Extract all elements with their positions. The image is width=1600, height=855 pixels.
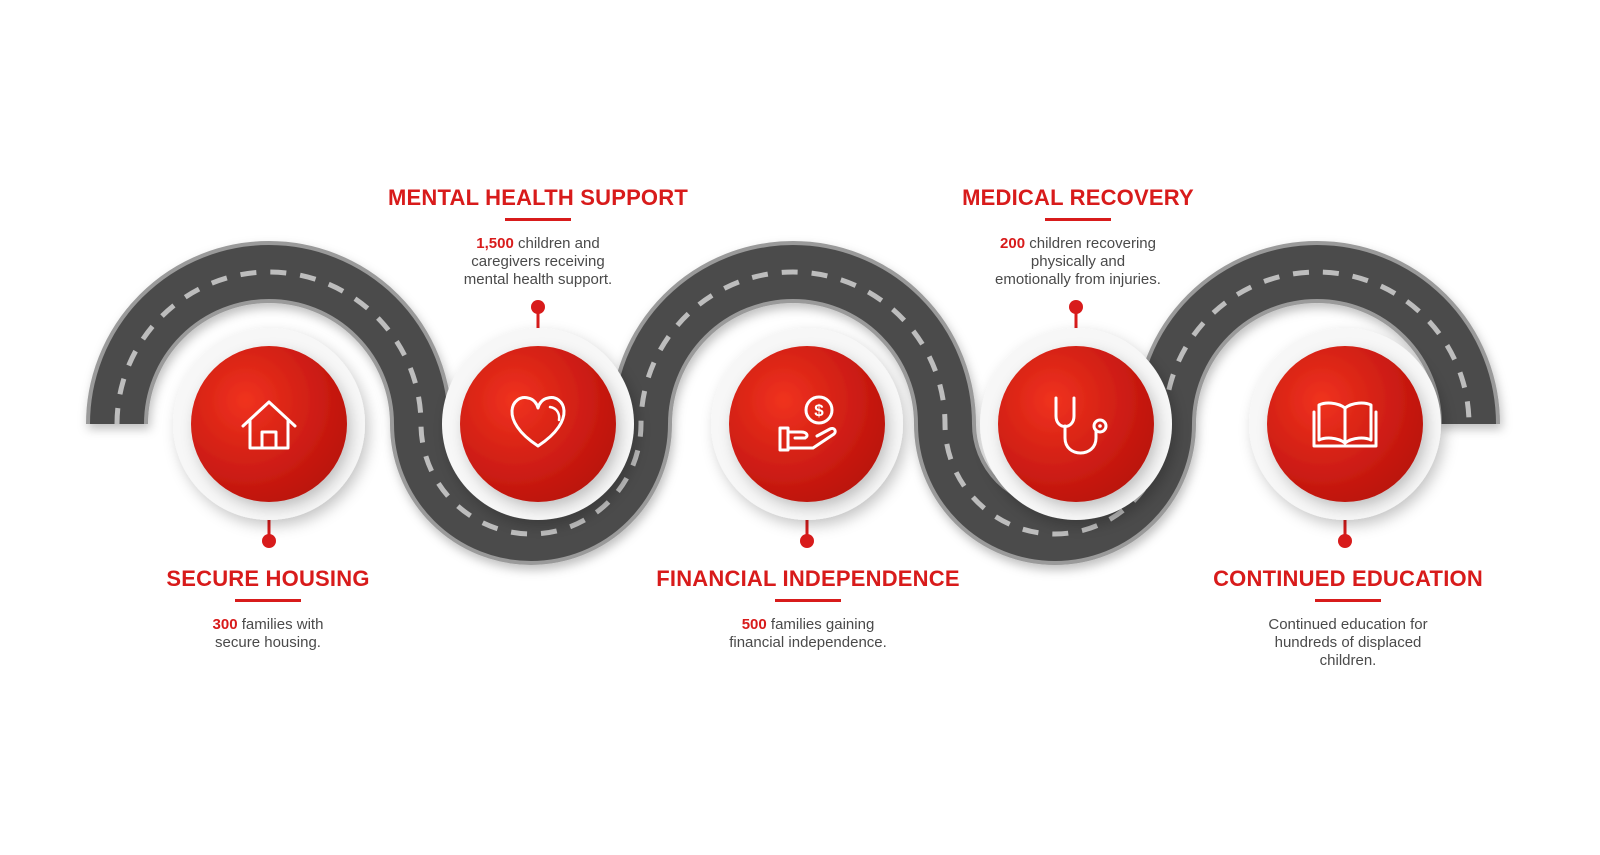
title-underline	[1315, 599, 1381, 602]
title-underline	[235, 599, 301, 602]
node-disc	[460, 346, 616, 502]
connector-pin	[1069, 300, 1083, 314]
connector-pin	[800, 534, 814, 548]
milestone-description: 300 families with secure housing.	[212, 616, 324, 651]
road-lane-markings	[114, 269, 1472, 537]
money-hand-icon: $	[778, 395, 837, 452]
milestone-node	[1249, 328, 1441, 548]
milestone-title: CONTINUED EDUCATION	[1213, 566, 1483, 591]
node-disc	[998, 346, 1154, 502]
book-icon	[1312, 401, 1378, 448]
milestone-description: Continued education for hundreds of disp…	[1268, 616, 1428, 669]
node-disc	[191, 346, 347, 502]
connector-pin	[262, 534, 276, 548]
milestone-description: 1,500 children and caregivers receiving …	[463, 235, 613, 288]
milestone-node: $	[711, 328, 903, 548]
node-disc	[729, 346, 885, 502]
stethoscope-icon	[1054, 396, 1108, 455]
milestone-node	[442, 300, 634, 520]
milestone-description: 200 children recovering physically and e…	[995, 235, 1161, 288]
milestone-secure-housing: SECURE HOUSING 300 families with secure …	[78, 566, 458, 652]
house-icon	[241, 400, 297, 450]
stat-value: 500	[741, 616, 767, 633]
svg-text:$: $	[814, 401, 824, 420]
milestone-description: 500 families gaining financial independe…	[729, 616, 887, 651]
milestone-title: FINANCIAL INDEPENDENCE	[656, 566, 960, 591]
title-underline	[505, 218, 571, 221]
stat-value: 200	[1000, 235, 1026, 252]
milestone-title: SECURE HOUSING	[166, 566, 370, 591]
milestone-mental-health-support: MENTAL HEALTH SUPPORT 1,500 children and…	[348, 185, 728, 289]
heart-icon	[510, 396, 566, 448]
milestone-title: MEDICAL RECOVERY	[962, 185, 1194, 210]
connector-pin	[1338, 534, 1352, 548]
milestone-medical-recovery: MEDICAL RECOVERY 200 children recovering…	[888, 185, 1268, 289]
milestone-title: MENTAL HEALTH SUPPORT	[388, 185, 688, 210]
stat-value: 1,500	[476, 235, 514, 252]
stat-value: 300	[212, 616, 238, 633]
milestone-node	[980, 300, 1172, 520]
milestone-continued-education: CONTINUED EDUCATION Continued education …	[1158, 566, 1538, 670]
title-underline	[1045, 218, 1111, 221]
milestone-node	[173, 328, 365, 548]
milestone-financial-independence: FINANCIAL INDEPENDENCE 500 families gain…	[618, 566, 998, 652]
connector-pin	[531, 300, 545, 314]
title-underline	[775, 599, 841, 602]
